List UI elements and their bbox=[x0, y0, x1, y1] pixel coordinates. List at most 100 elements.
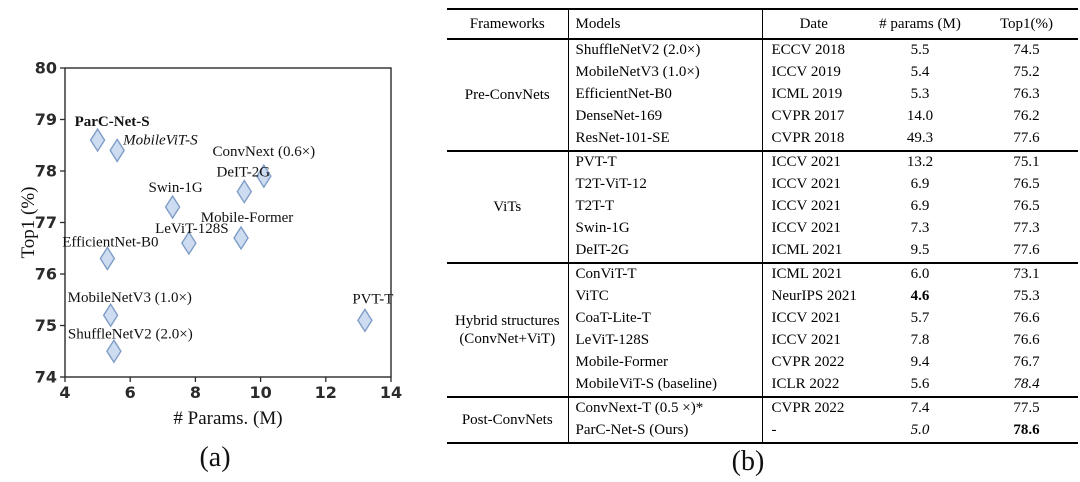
framework-line: (ConvNet+ViT) bbox=[459, 331, 556, 347]
data-point-marker bbox=[233, 225, 249, 251]
data-point-marker bbox=[109, 138, 125, 163]
cell-params: 4.6 bbox=[910, 288, 930, 305]
framework-line: ViTs bbox=[493, 199, 522, 215]
data-point-label: MobileViT-S bbox=[122, 132, 198, 148]
cell-top1: 77.6 bbox=[1013, 130, 1040, 147]
y-tick-label: 75 bbox=[35, 316, 57, 335]
y-tick-label: 74 bbox=[35, 368, 57, 387]
x-tick-label: 8 bbox=[190, 383, 201, 402]
cell-top1: 76.2 bbox=[1013, 108, 1040, 125]
cell-date: - bbox=[771, 422, 777, 439]
column-header-top1: Top1(%) bbox=[975, 9, 1078, 40]
table-row: Mobile-Former CVPR 2022 9.4 76.7 bbox=[447, 352, 1078, 374]
cell-params: 5.4 bbox=[910, 64, 930, 81]
column-header-params-m: # params (M) bbox=[865, 9, 975, 40]
cell-top1: 77.3 bbox=[1013, 220, 1040, 237]
cell-model: ViTC bbox=[568, 286, 763, 308]
cell-top1: 78.4 bbox=[1013, 376, 1040, 393]
y-tick-label: 79 bbox=[35, 110, 57, 129]
cell-model: Mobile-Former bbox=[568, 352, 763, 374]
cell-params: 5.5 bbox=[865, 38, 975, 62]
cell-date: CVPR 2017 bbox=[771, 108, 845, 125]
data-point-label: DeIT-2G bbox=[216, 165, 270, 181]
cell-date: ICCV 2021 bbox=[762, 150, 865, 174]
cell-model: ShuffleNetV2 (2.0×) bbox=[568, 38, 763, 62]
cell-date: CVPR 2022 bbox=[771, 354, 845, 371]
data-point-label: Mobile-Former bbox=[201, 210, 293, 226]
cell-model: ParC-Net-S (Ours) bbox=[568, 420, 763, 443]
cell-date: ICCV 2021 bbox=[771, 220, 841, 237]
cell-date: ICML 2021 bbox=[762, 262, 865, 286]
cell-top1: 76.6 bbox=[1013, 332, 1040, 349]
framework-cell: Hybrid structures(ConvNet+ViT) bbox=[447, 262, 569, 397]
cell-date: ICCV 2021 bbox=[771, 198, 841, 215]
data-point-label: Swin-1G bbox=[148, 180, 202, 196]
cell-model: Swin-1G bbox=[568, 218, 763, 240]
data-point-label: ShuffleNetV2 (2.0×) bbox=[68, 326, 193, 342]
cell-model: ResNet-101-SE bbox=[568, 128, 763, 151]
cell-top1: 76.7 bbox=[1013, 354, 1040, 371]
cell-model: ConViT-T bbox=[568, 262, 763, 286]
cell-model: DeIT-2G bbox=[568, 240, 763, 263]
data-point-marker bbox=[236, 179, 253, 204]
cell-date: CVPR 2018 bbox=[771, 130, 845, 147]
cell-params: 5.6 bbox=[910, 376, 930, 393]
cell-top1: 78.6 bbox=[1013, 422, 1040, 439]
cell-date: ICLR 2022 bbox=[771, 376, 840, 393]
cell-params: 9.5 bbox=[910, 242, 930, 259]
cell-top1: 76.6 bbox=[1013, 310, 1040, 327]
cell-date: ICCV 2019 bbox=[771, 64, 841, 81]
y-axis-label: Top1 (%) bbox=[18, 186, 39, 258]
framework-cell: Post-ConvNets bbox=[447, 396, 569, 443]
data-point-marker bbox=[256, 163, 272, 189]
cell-model: MobileViT-S (baseline) bbox=[568, 374, 763, 397]
cell-params: 6.9 bbox=[910, 176, 930, 193]
data-point-marker bbox=[102, 302, 119, 328]
data-point-marker bbox=[357, 308, 373, 333]
cell-model: T2T-T bbox=[568, 196, 763, 218]
column-header-date: Date bbox=[762, 9, 865, 40]
table-row: MobileViT-S (baseline) ICLR 2022 5.6 78.4 bbox=[447, 374, 1078, 397]
framework-cell: Pre-ConvNets bbox=[447, 38, 569, 151]
y-tick-label: 77 bbox=[35, 213, 57, 232]
x-tick-label: 14 bbox=[380, 383, 402, 402]
x-tick-label: 6 bbox=[125, 383, 136, 402]
subfigure-caption-a: (a) bbox=[199, 442, 231, 473]
cell-params: 9.4 bbox=[910, 354, 930, 371]
cell-date: ECCV 2018 bbox=[762, 38, 865, 62]
cell-params: 7.8 bbox=[910, 332, 930, 349]
cell-top1: 77.6 bbox=[1013, 242, 1040, 259]
cell-params: 7.3 bbox=[910, 220, 930, 237]
cell-params: 6.9 bbox=[910, 198, 930, 215]
cell-model: DenseNet-169 bbox=[568, 106, 763, 128]
cell-model: MobileNetV3 (1.0×) bbox=[568, 62, 763, 84]
x-tick-label: 10 bbox=[249, 383, 271, 402]
cell-top1: 75.3 bbox=[1013, 288, 1040, 305]
framework-cell: ViTs bbox=[447, 150, 569, 263]
cell-date: ICML 2019 bbox=[771, 86, 843, 103]
cell-params: 5.3 bbox=[910, 86, 930, 103]
data-point-marker bbox=[164, 194, 181, 220]
cell-model: CoaT-Lite-T bbox=[568, 308, 763, 330]
cell-model: LeViT-128S bbox=[568, 330, 763, 352]
cell-params: 7.4 bbox=[865, 396, 975, 420]
cell-date: ICCV 2021 bbox=[771, 310, 841, 327]
cell-top1: 75.1 bbox=[975, 150, 1078, 174]
